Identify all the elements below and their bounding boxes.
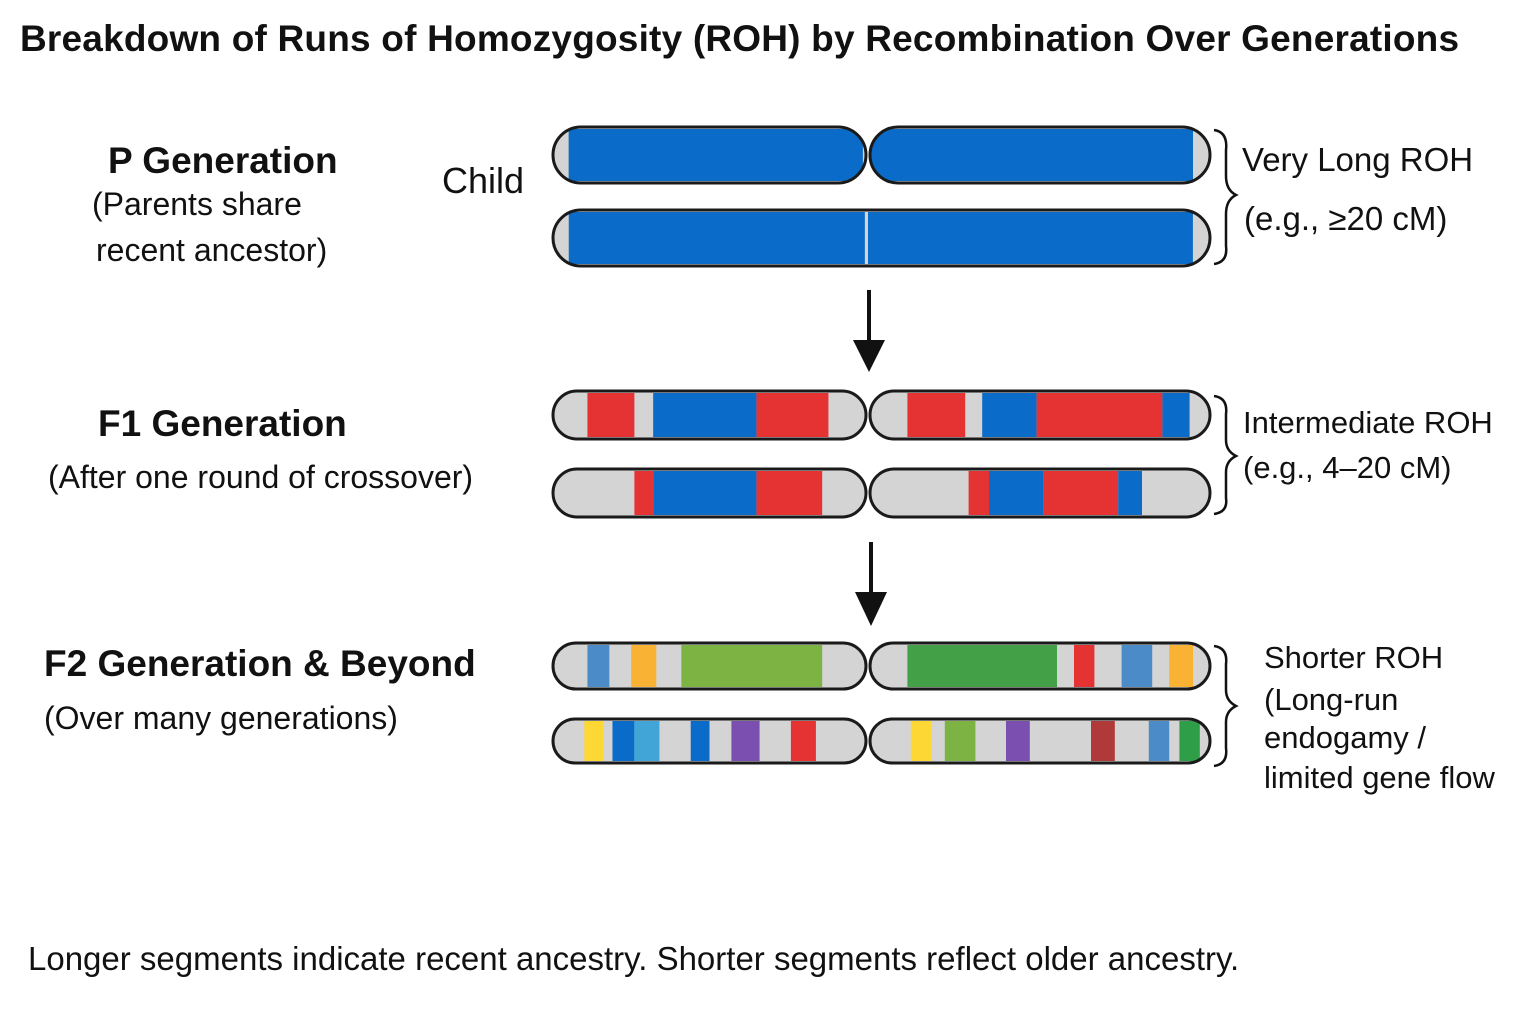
brace-icon	[1213, 394, 1239, 516]
brace-icon	[1213, 644, 1239, 768]
f2-generation-title: F2 Generation & Beyond	[44, 643, 476, 684]
chromosome-outline	[551, 389, 868, 441]
roh-segment	[1043, 471, 1119, 515]
chromosome-right-arm	[868, 389, 1212, 441]
roh-segment	[756, 471, 823, 515]
roh-segment	[731, 721, 760, 761]
roh-segment	[653, 471, 757, 515]
chromosome-right-arm	[868, 467, 1212, 519]
very-long-roh-range: (e.g., ≥20 cM)	[1244, 200, 1448, 237]
roh-segment	[1121, 645, 1153, 687]
chromosome-right-arm	[868, 717, 1212, 765]
chromosome-outline	[551, 641, 868, 691]
chromosome-left-arm	[551, 389, 868, 441]
roh-segment	[612, 721, 635, 761]
child-label: Child	[442, 160, 525, 201]
roh-segment	[910, 721, 932, 761]
chromosome-left-arm	[551, 717, 868, 765]
roh-segment	[690, 721, 710, 761]
roh-segment	[1074, 645, 1095, 687]
roh-segment	[681, 645, 823, 687]
chromosome-outline	[551, 467, 868, 519]
chromosome-outline	[868, 389, 1212, 441]
roh-segment	[944, 721, 976, 761]
chromosome-outline	[868, 717, 1212, 765]
shorter-roh-label: Shorter ROH	[1264, 640, 1444, 675]
shorter-roh-note-line-3: limited gene flow	[1264, 760, 1495, 795]
p-generation-subtitle-line-1: (Parents share	[92, 186, 302, 222]
roh-segment	[568, 212, 865, 264]
chromosome-outline	[551, 208, 1212, 268]
roh-segment	[634, 721, 660, 761]
p-generation-subtitle-line-2: recent ancestor)	[96, 232, 328, 268]
roh-segment	[1162, 393, 1190, 437]
f1-generation-title: F1 Generation	[98, 403, 347, 444]
arrow-down-icon	[855, 542, 887, 626]
roh-segment	[868, 212, 1193, 264]
roh-segment	[982, 393, 1037, 437]
intermediate-roh-label: Intermediate ROH	[1243, 405, 1493, 440]
shorter-roh-note-line-1: (Long-run	[1264, 682, 1399, 717]
roh-segment	[1036, 393, 1163, 437]
p-generation-title: P Generation	[108, 140, 338, 181]
roh-segment	[1091, 721, 1115, 761]
chromosome-left-arm	[551, 467, 868, 519]
roh-segment	[968, 471, 989, 515]
chromosome-left-arm	[551, 641, 868, 691]
roh-segment	[756, 393, 829, 437]
chromosome-outline	[868, 467, 1212, 519]
roh-segment	[584, 721, 604, 761]
chromosome-outline	[551, 717, 868, 765]
page-title: Breakdown of Runs of Homozygosity (ROH) …	[20, 18, 1460, 59]
chromosome-right-arm	[868, 641, 1212, 691]
roh-segment	[1006, 721, 1030, 761]
chromosome-full	[551, 208, 1212, 268]
roh-segment	[907, 393, 966, 437]
roh-segment	[634, 471, 654, 515]
intermediate-roh-range: (e.g., 4–20 cM)	[1243, 450, 1452, 485]
arrow-down-icon	[853, 290, 885, 372]
roh-segment	[1179, 721, 1200, 761]
roh-segment	[1118, 471, 1142, 515]
chromosome-left-arm	[551, 125, 868, 185]
chromosome-outline	[551, 125, 868, 185]
roh-segment	[989, 471, 1044, 515]
roh-segment	[870, 129, 1193, 181]
brace-icon	[1213, 128, 1239, 266]
roh-segment	[790, 721, 816, 761]
chromosome-outline	[868, 641, 1212, 691]
roh-segment	[587, 645, 610, 687]
roh-segment	[631, 645, 657, 687]
footer-caption: Longer segments indicate recent ancestry…	[28, 940, 1240, 977]
f2-generation-subtitle: (Over many generations)	[44, 700, 398, 736]
very-long-roh-label: Very Long ROH	[1242, 141, 1474, 178]
roh-segment	[568, 129, 863, 181]
roh-segment	[1169, 645, 1193, 687]
shorter-roh-note-line-2: endogamy /	[1264, 720, 1426, 755]
roh-segment	[907, 645, 1057, 687]
roh-segment	[1148, 721, 1170, 761]
roh-segment	[653, 393, 757, 437]
chromosome-right-arm	[868, 125, 1212, 185]
roh-segment	[587, 393, 635, 437]
chromosome-outline	[868, 125, 1212, 185]
f1-generation-subtitle: (After one round of crossover)	[48, 459, 474, 495]
